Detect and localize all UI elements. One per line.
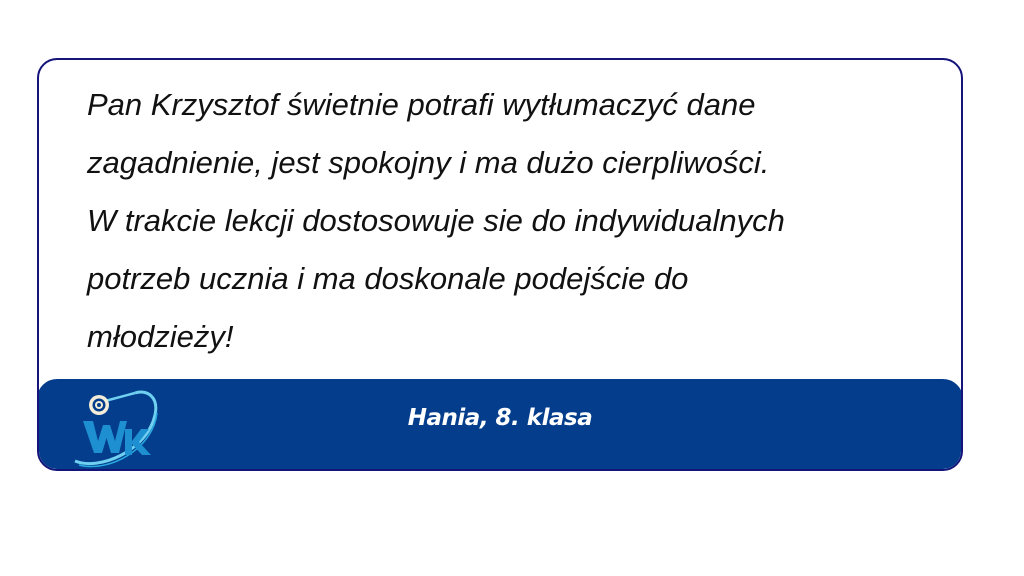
quote-line: Pan Krzysztof świetnie potrafi wytłumacz…	[87, 87, 756, 122]
testimonial-quote: Pan Krzysztof świetnie potrafi wytłumacz…	[87, 76, 927, 366]
quote-line: młodzieży!	[87, 319, 234, 354]
quote-line: W trakcie lekcji dostosowuje sie do indy…	[87, 203, 785, 238]
quote-line: potrzeb ucznia i ma doskonale podejście …	[87, 261, 689, 296]
testimonial-footer: Hania, 8. klasa	[39, 379, 961, 469]
wk-logo-icon	[74, 390, 158, 468]
quote-line: zagadnienie, jest spokojny i ma dużo cie…	[87, 145, 770, 180]
testimonial-card: Pan Krzysztof świetnie potrafi wytłumacz…	[37, 58, 963, 471]
testimonial-author: Hania, 8. klasa	[407, 405, 593, 431]
